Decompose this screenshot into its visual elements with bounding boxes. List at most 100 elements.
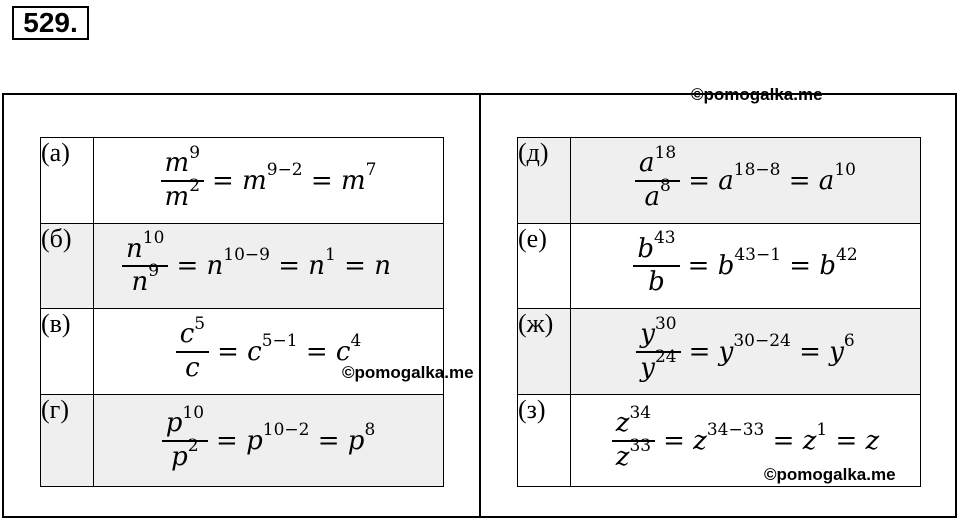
math-variable: z [802, 425, 817, 456]
numerator-exponent: 9 [189, 142, 201, 163]
math-variable: n [374, 251, 391, 281]
numerator-base: b [637, 233, 654, 264]
denominator-base: n [131, 267, 149, 297]
expression-result: = y30−24 = y6 [689, 332, 855, 367]
math-text: = [688, 165, 719, 196]
math-text: = [663, 425, 694, 456]
fraction-numerator: z34 [611, 404, 656, 442]
numerator-base: m [164, 148, 190, 179]
math-variable: y [829, 336, 844, 367]
math-variable: p [246, 425, 263, 456]
expression-result: = z34−33 = z1 = z [663, 421, 880, 456]
math-variable: z [693, 425, 707, 456]
math-variable: n [206, 251, 224, 281]
row-label: (в) [40, 308, 94, 395]
math-text: = [217, 336, 248, 367]
math-exponent: 43−1 [734, 245, 782, 266]
denominator-base: m [164, 181, 190, 212]
numerator-exponent: 18 [654, 142, 677, 163]
denominator-base: y [640, 352, 655, 383]
math-exponent: 4 [350, 330, 362, 351]
denominator-exponent: 2 [189, 175, 201, 196]
watermark-top: ©pomogalka.me [691, 85, 823, 104]
math-exponent: 8 [364, 419, 376, 440]
row-label: (е) [517, 223, 571, 309]
fraction-numerator: m9 [160, 144, 205, 182]
math-exponent: 18−8 [733, 159, 781, 180]
fraction-denominator: z33 [612, 437, 655, 472]
fraction-denominator: c [181, 353, 204, 382]
math-exponent: 5−1 [261, 330, 298, 351]
expression-result: = m9−2 = m7 [212, 161, 376, 196]
problem-number: 529. [12, 6, 89, 40]
denominator-base: b [648, 267, 665, 297]
math-variable: b [819, 251, 837, 281]
math-text: = [212, 165, 243, 196]
numerator-exponent: 10 [182, 402, 205, 423]
denominator-base: c [185, 352, 200, 383]
fraction-denominator: n9 [127, 263, 163, 297]
denominator-exponent: 2 [187, 435, 199, 456]
math-variable: p [347, 425, 365, 456]
math-text: = [302, 165, 341, 196]
watermark-middle: ©pomogalka.me [342, 363, 474, 382]
math-variable: c [247, 336, 262, 367]
math-text: = [790, 336, 830, 367]
expression-result: = c5−1 = c4 [217, 332, 361, 367]
expression-result: = b43−1 = b42 [688, 247, 858, 281]
numerator-exponent: 43 [653, 228, 676, 249]
denominator-exponent: 8 [659, 175, 671, 196]
numerator-base: p [165, 408, 183, 439]
row-label: (а) [40, 137, 94, 224]
fraction-numerator: p10 [161, 404, 209, 442]
math-exponent: 10 [834, 159, 856, 180]
denominator-exponent: 33 [629, 435, 652, 456]
math-variable: z [865, 425, 880, 456]
math-text: = [827, 425, 866, 456]
expression-result: = a18−8 = a10 [688, 161, 856, 196]
fraction-numerator: n10 [122, 230, 169, 267]
math-variable: m [340, 165, 366, 196]
math-variable: a [818, 165, 835, 196]
math-variable: m [242, 165, 267, 196]
math-text: = [297, 336, 336, 367]
numerator-base: a [639, 148, 655, 179]
column-divider [479, 93, 481, 518]
denominator-base: z [615, 441, 630, 472]
fraction-denominator: m2 [161, 177, 204, 212]
numerator-base: c [179, 319, 195, 350]
math-variable: y [718, 336, 734, 367]
math-text: = [781, 251, 820, 281]
math-text: = [176, 251, 207, 281]
math-exponent: 1 [325, 245, 336, 266]
fraction-numerator: y30 [636, 315, 681, 353]
expression-result: = p10−2 = p8 [216, 421, 375, 456]
math-exponent: 42 [836, 245, 858, 266]
